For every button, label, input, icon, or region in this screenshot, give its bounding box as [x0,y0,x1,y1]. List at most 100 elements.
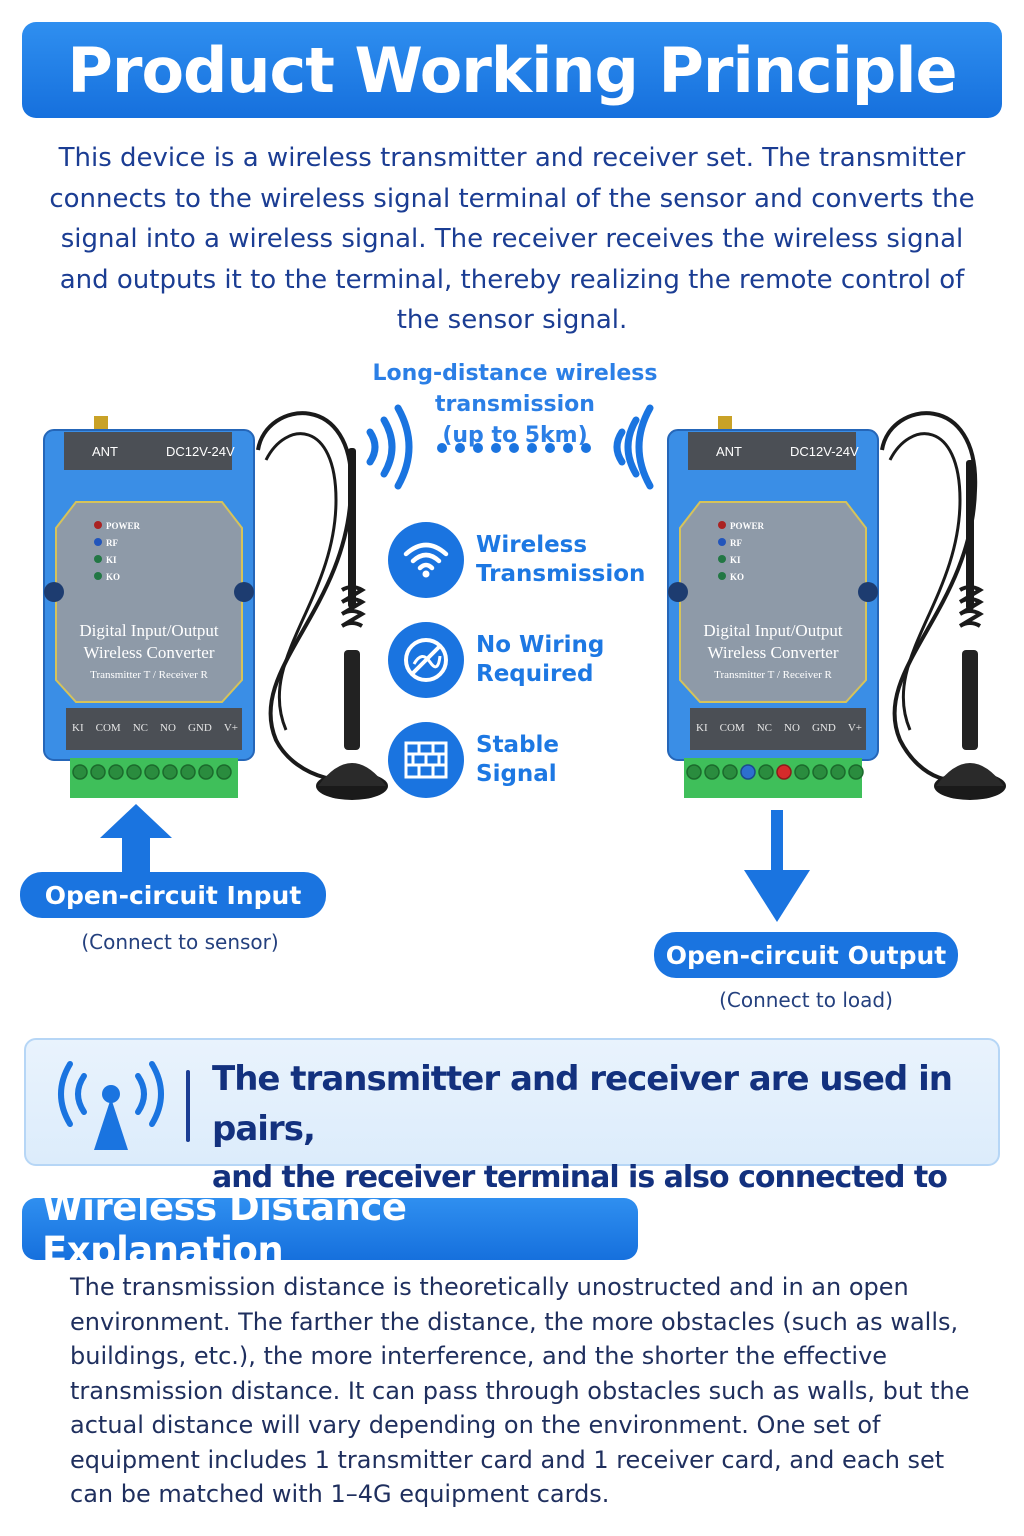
power-spec-label: DC12V-24V [166,444,235,459]
device-top-strip [688,432,856,470]
terminal-vplus: V+ [223,722,238,734]
feature-stable: Stable Signal [388,710,648,810]
feature-list: Wireless Transmission No Wiring Required [388,510,648,810]
output-sub-label: (Connect to load) [719,988,893,1012]
led-ki [94,555,102,563]
terminal-gnd: GND [811,722,836,734]
right-wave-small [613,428,626,466]
pair-note-line1: The transmitter and receiver are used in… [212,1059,953,1149]
wifi-icon [388,522,464,598]
output-arrow-down-icon [744,810,810,922]
led-power [94,521,102,529]
terminal-label-strip [66,708,242,750]
distance-heading: Wireless Distance Explanation [42,1186,407,1272]
pair-note-text: The transmitter and receiver are used in… [212,1054,1002,1250]
led-label-rf: RF [730,538,742,548]
input-arrow-up-icon [100,804,172,872]
signal-dots [437,443,591,453]
device-name-line3: Transmitter T / Receiver R [714,669,832,681]
led-ko [94,572,102,580]
distance-heading-banner: Wireless Distance Explanation [22,1186,638,1272]
left-wave-small [366,428,379,466]
ant-label: ANT [716,444,742,459]
led-power [718,521,726,529]
terminal-no: NO [160,722,176,734]
device-name: Digital Input/Output Wireless Converter … [680,620,866,686]
led-label-ko: KO [730,572,745,582]
page-title: Product Working Principle [67,33,957,107]
terminal-screws [686,764,864,780]
feature-wireless: Wireless Transmission [388,510,648,610]
left-wave-large [394,404,413,490]
antenna-cable [880,411,978,782]
antenna-rod [966,460,974,610]
mount-screw-right [858,582,878,602]
right-wave-large [635,404,654,490]
distance-explanation: The transmission distance is theoretical… [70,1273,970,1508]
receiver-device: ANT DC12V-24V POWER RF KI KO Digital Inp… [660,410,1020,815]
radio-tower-icon [58,1061,164,1150]
device-name-line2: Wireless Converter [707,643,839,662]
terminal-labels: KI COM NC NO GND V+ [696,722,862,734]
device-name-line2: Wireless Converter [83,643,215,662]
antenna-base-dome [318,763,386,786]
left-wave-mid [380,416,396,478]
terminal-nc: NC [756,722,773,734]
output-label-pill: Open-circuit Output [654,932,958,978]
antenna-spring [340,585,366,628]
feature-wireless-label: Wireless Transmission [476,531,646,589]
device-name-line3: Transmitter T / Receiver R [90,669,208,681]
terminal-vplus: V+ [847,722,862,734]
device-name: Digital Input/Output Wireless Converter … [56,620,242,686]
range-caption-line1: Long-distance wireless transmission [372,361,658,417]
feature-stable-line1: Stable [476,732,560,758]
led-label-ki: KI [106,555,117,565]
title-banner: Product Working Principle [22,22,1002,118]
device-panel [55,501,243,703]
device-name-line1: Digital Input/Output [79,621,219,640]
input-sub-label: (Connect to sensor) [81,930,279,954]
led-label-rf: RF [106,538,118,548]
terminal-gnd: GND [187,722,212,734]
device-name-line1: Digital Input/Output [703,621,843,640]
feature-wireless-line2: Transmission [476,561,646,587]
mount-screw-left [44,582,64,602]
feature-no-wiring: No Wiring Required [388,610,648,710]
feature-no-wiring-line2: Required [476,661,594,687]
mount-screw-right [234,582,254,602]
led-label-ko: KO [106,572,121,582]
terminal-ki: KI [72,722,84,734]
feature-no-wiring-line1: No Wiring [476,632,605,658]
signal-waves-graphic [366,404,654,490]
led-labels: POWER RF KI KO [730,518,764,586]
terminal-label-strip [690,708,866,750]
right-wave-mid [624,416,640,478]
terminal-com: COM [719,722,745,734]
led-label-power: POWER [106,521,141,531]
antenna-base-stem [962,650,978,750]
intro-paragraph: This device is a wireless transmitter an… [49,143,975,335]
antenna-cable-inner [264,432,338,731]
transmitter-device: ANT DC12V-24V POWER RF KI KO Digital Inp… [36,410,396,815]
led-label-power: POWER [730,521,765,531]
led-ko [718,572,726,580]
input-label-pill: Open-circuit Input [20,872,326,918]
terminal-ki: KI [696,722,708,734]
pair-note-divider [186,1070,190,1142]
led-label-ki: KI [730,555,741,565]
antenna-base-stem [344,650,360,750]
feature-stable-line2: Signal [476,761,557,787]
antenna-cable [256,411,368,782]
brick-wall-icon [388,722,464,798]
device-panel [679,501,867,703]
ant-label: ANT [92,444,118,459]
terminal-no: NO [784,722,800,734]
terminal-screws [72,764,232,780]
led-ki [718,555,726,563]
terminal-labels: KI COM NC NO GND V+ [72,722,238,734]
transmitter-graphic [43,411,388,800]
terminal-com: COM [95,722,121,734]
no-wiring-icon [388,622,464,698]
antenna-cable-inner [888,432,962,731]
feature-stable-label: Stable Signal [476,731,646,789]
